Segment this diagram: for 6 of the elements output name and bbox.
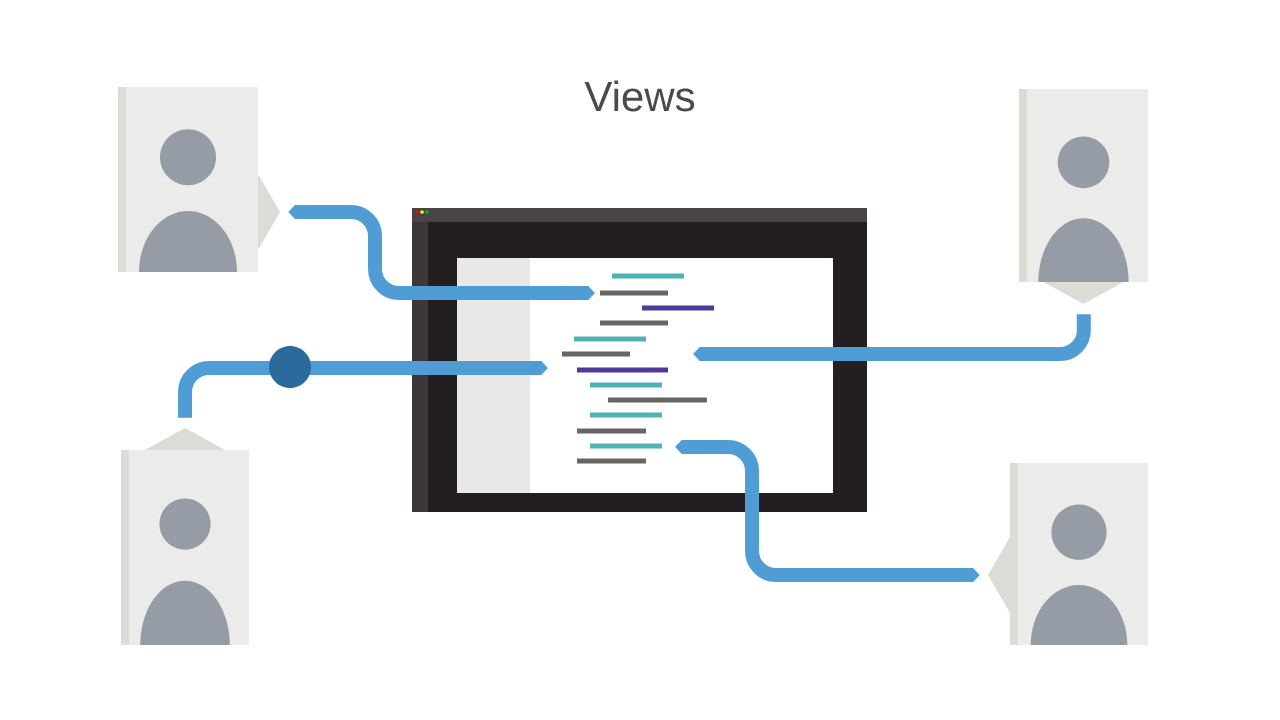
title: Views — [584, 80, 695, 112]
person-card — [988, 463, 1148, 645]
person-card — [121, 428, 249, 645]
person-card — [1019, 89, 1148, 304]
person-card — [118, 87, 280, 272]
code-window-drawing — [412, 208, 867, 512]
